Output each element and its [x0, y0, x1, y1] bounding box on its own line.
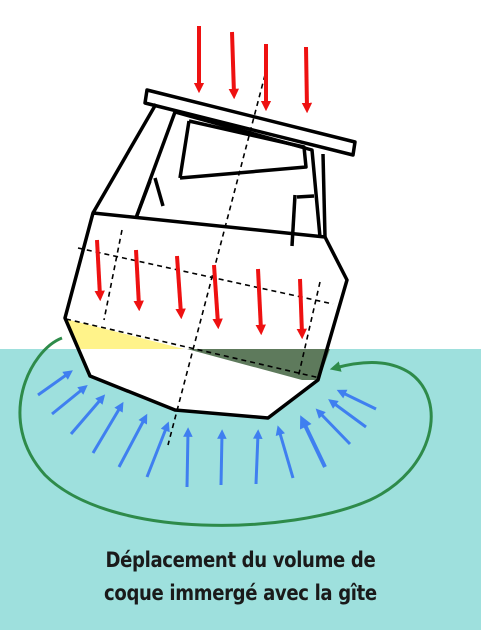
hull-chine-line-right: [297, 281, 321, 379]
buoyancy-arrow-icon: [145, 421, 170, 478]
caption-line-2: coque immergé avec la gîte: [104, 581, 377, 605]
weight-arrow-icon: [228, 31, 240, 100]
roof: [143, 88, 357, 157]
heeled-waterline: [65, 318, 321, 379]
buoyancy-arrow-icon: [253, 429, 263, 485]
caption-line-1: Déplacement du volume de: [105, 548, 376, 572]
buoyancy-arrow-icon: [37, 370, 73, 397]
buoyancy-arrow-icon: [117, 413, 148, 468]
weight-arrow-icon: [212, 264, 223, 330]
buoyancy-arrow-icon: [91, 401, 124, 454]
weight-arrow-icon: [255, 268, 266, 336]
dashed-lines: [65, 74, 334, 446]
hull-outline: [63, 211, 349, 420]
buoyancy-arrow-icon: [328, 399, 367, 429]
buoyancy-arrow-icon: [336, 389, 377, 411]
buoyancy-arrow-icon: [217, 429, 227, 486]
buoyancy-arrows: [37, 370, 377, 488]
weight-arrow-icon: [301, 46, 313, 114]
buoyancy-arrow-icon: [69, 394, 106, 435]
superstructure: [91, 88, 357, 247]
weight-arrow-icon: [94, 239, 105, 302]
weight-arrow-icon: [296, 278, 308, 340]
upright-waterline: [77, 247, 334, 305]
weight-arrow-icon: [175, 255, 186, 320]
hull-chine-line: [103, 229, 123, 321]
weight-arrows: [94, 26, 313, 340]
heeled-centerline: [167, 74, 266, 446]
buoyancy-arrow-icon: [51, 384, 88, 416]
buoyancy-arrow-icon: [183, 427, 193, 488]
weight-arrow-icon: [133, 249, 144, 312]
buoyancy-arrow-icon: [299, 415, 327, 468]
displacement-arrow-icon: [18, 336, 433, 527]
buoyancy-arrow-icon: [315, 408, 352, 446]
buoyancy-arrow-icon: [275, 425, 295, 479]
